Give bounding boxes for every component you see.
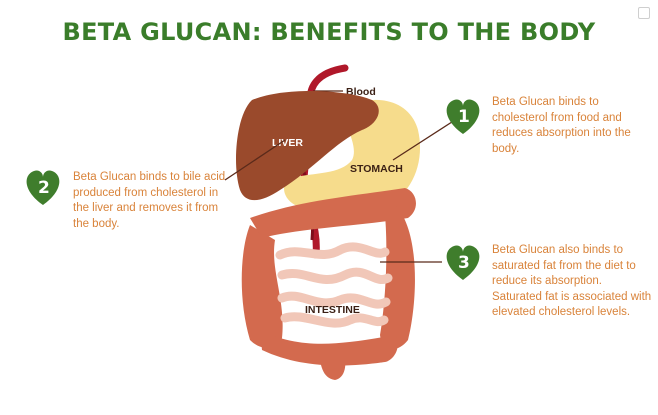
benefit-note-3: Beta Glucan also binds to saturated fat …: [492, 244, 652, 318]
badge-1-number: 1: [458, 107, 470, 127]
badge-3-number: 3: [458, 253, 470, 273]
heart-badge-1-icon: 1: [446, 99, 480, 134]
intestine-label: INTESTINE: [305, 304, 360, 316]
page-title: BETA GLUCAN: BENEFITS TO THE BODY: [62, 18, 596, 46]
small-intestine: [275, 242, 393, 328]
liver-label: LIVER: [272, 137, 303, 149]
heart-badge-3-icon: 3: [446, 245, 480, 280]
badge-2-number: 2: [38, 178, 50, 198]
benefit-note-1: Beta Glucan binds to cholesterol from fo…: [492, 96, 631, 155]
liver-leader-line: [224, 139, 286, 181]
large-intestine: [241, 188, 416, 380]
heart-badge-2-icon: 2: [26, 170, 60, 205]
liver-shape: [236, 90, 379, 201]
stomach-label: STOMACH: [350, 163, 403, 175]
expand-icon[interactable]: [638, 7, 650, 19]
stomach-leader-line: [392, 119, 456, 161]
benefit-note-2: Beta Glucan binds to bile acid produced …: [73, 171, 226, 230]
stomach-shape: [284, 99, 421, 217]
